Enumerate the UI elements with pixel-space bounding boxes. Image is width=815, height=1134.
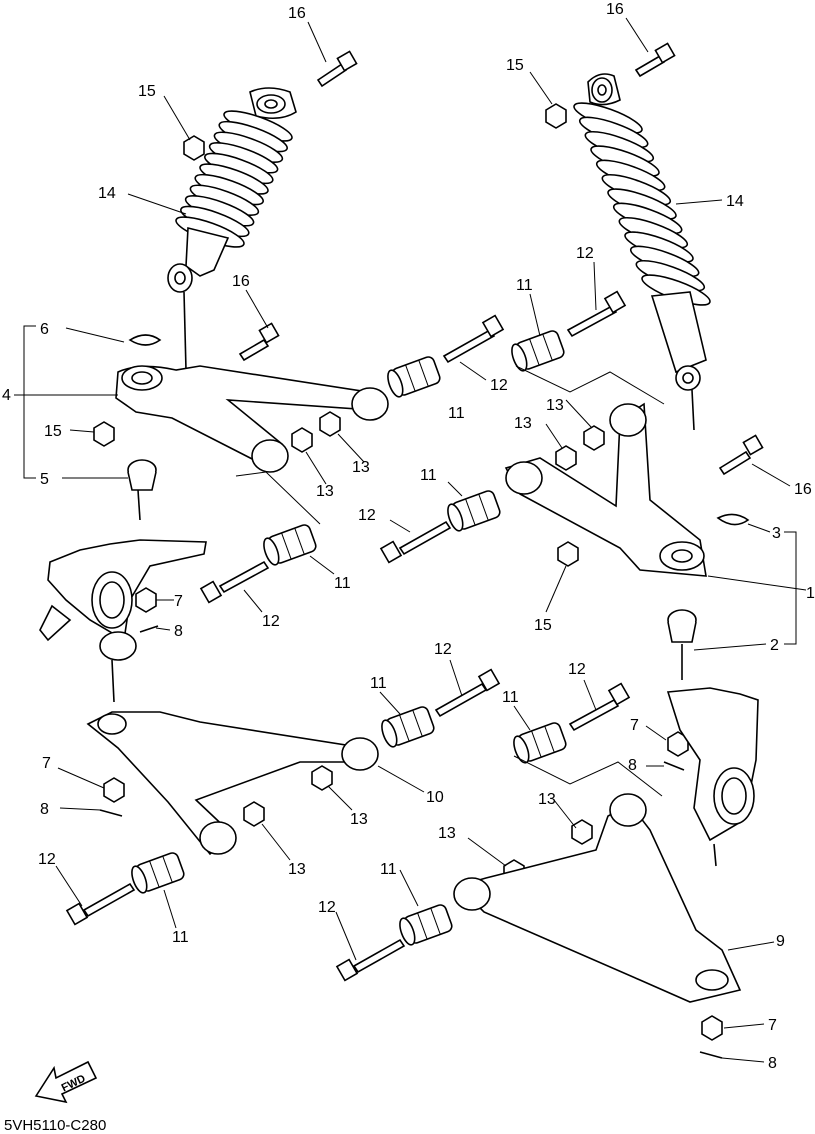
callout-11: 11 — [172, 929, 189, 946]
nuts — [93, 103, 723, 1041]
callout-6: 6 — [40, 321, 49, 338]
callout-10: 10 — [426, 789, 444, 806]
right-shock-absorber — [573, 73, 711, 431]
callout-1: 1 — [806, 585, 815, 602]
left-knuckle — [39, 459, 207, 703]
upper-left-a-arm — [115, 334, 389, 473]
callout-14: 14 — [726, 193, 744, 210]
callout-13: 13 — [350, 811, 368, 828]
lower-right-a-arm — [453, 793, 742, 1003]
callout-11: 11 — [502, 689, 519, 706]
callout-11: 11 — [380, 861, 397, 878]
callout-16: 16 — [288, 5, 306, 22]
callout-8: 8 — [40, 801, 49, 818]
callout-11: 11 — [420, 467, 437, 484]
callout-12: 12 — [38, 851, 56, 868]
lower-left-a-arm — [86, 711, 379, 856]
callout-12: 12 — [358, 507, 376, 524]
callout-15: 15 — [506, 57, 524, 74]
callout-12: 12 — [318, 899, 336, 916]
callout-9: 9 — [776, 933, 785, 950]
callout-3: 3 — [772, 525, 781, 542]
callout-7: 7 — [174, 593, 183, 610]
right-knuckle — [666, 609, 759, 867]
callout-13: 13 — [538, 791, 556, 808]
callout-12: 12 — [434, 641, 452, 658]
callout-13: 13 — [316, 483, 334, 500]
callout-12: 12 — [262, 613, 280, 630]
left-shock-absorber — [167, 87, 297, 371]
alignment-guides — [235, 365, 665, 797]
callout-13: 13 — [288, 861, 306, 878]
callout-13: 13 — [514, 415, 532, 432]
callout-8: 8 — [768, 1055, 777, 1072]
callout-13: 13 — [438, 825, 456, 842]
callout-8: 8 — [628, 757, 637, 774]
upper-right-a-arm — [504, 402, 750, 577]
callout-13: 13 — [352, 459, 370, 476]
callout-12: 12 — [576, 245, 594, 262]
fwd-arrow: FWD — [34, 1060, 98, 1104]
callout-7: 7 — [630, 717, 639, 734]
diagram-code: 5VH5110-C280 — [4, 1117, 106, 1134]
callout-7: 7 — [42, 755, 51, 772]
clips-and-pins — [99, 625, 723, 1059]
bolts — [65, 42, 764, 982]
callout-11: 11 — [448, 405, 465, 422]
callout-2: 2 — [770, 637, 779, 654]
callout-11: 11 — [370, 675, 387, 692]
callout-7: 7 — [768, 1017, 777, 1034]
callout-8: 8 — [174, 623, 183, 640]
callout-5: 5 — [40, 471, 49, 488]
callout-15: 15 — [534, 617, 552, 634]
callout-11: 11 — [334, 575, 351, 592]
callout-15: 15 — [138, 83, 156, 100]
callout-12: 12 — [490, 377, 508, 394]
leader-lines — [14, 17, 807, 1063]
callout-labels: 16 15 14 16 15 14 12 11 16 6 4 15 5 12 1… — [2, 1, 815, 1072]
callout-16: 16 — [232, 273, 250, 290]
callout-15: 15 — [44, 423, 62, 440]
callout-12: 12 — [568, 661, 586, 678]
callout-16: 16 — [606, 1, 624, 18]
callout-4: 4 — [2, 387, 11, 404]
callout-13: 13 — [546, 397, 564, 414]
bushings — [131, 330, 567, 946]
callout-16: 16 — [794, 481, 812, 498]
callout-14: 14 — [98, 185, 116, 202]
callout-11: 11 — [516, 277, 533, 294]
